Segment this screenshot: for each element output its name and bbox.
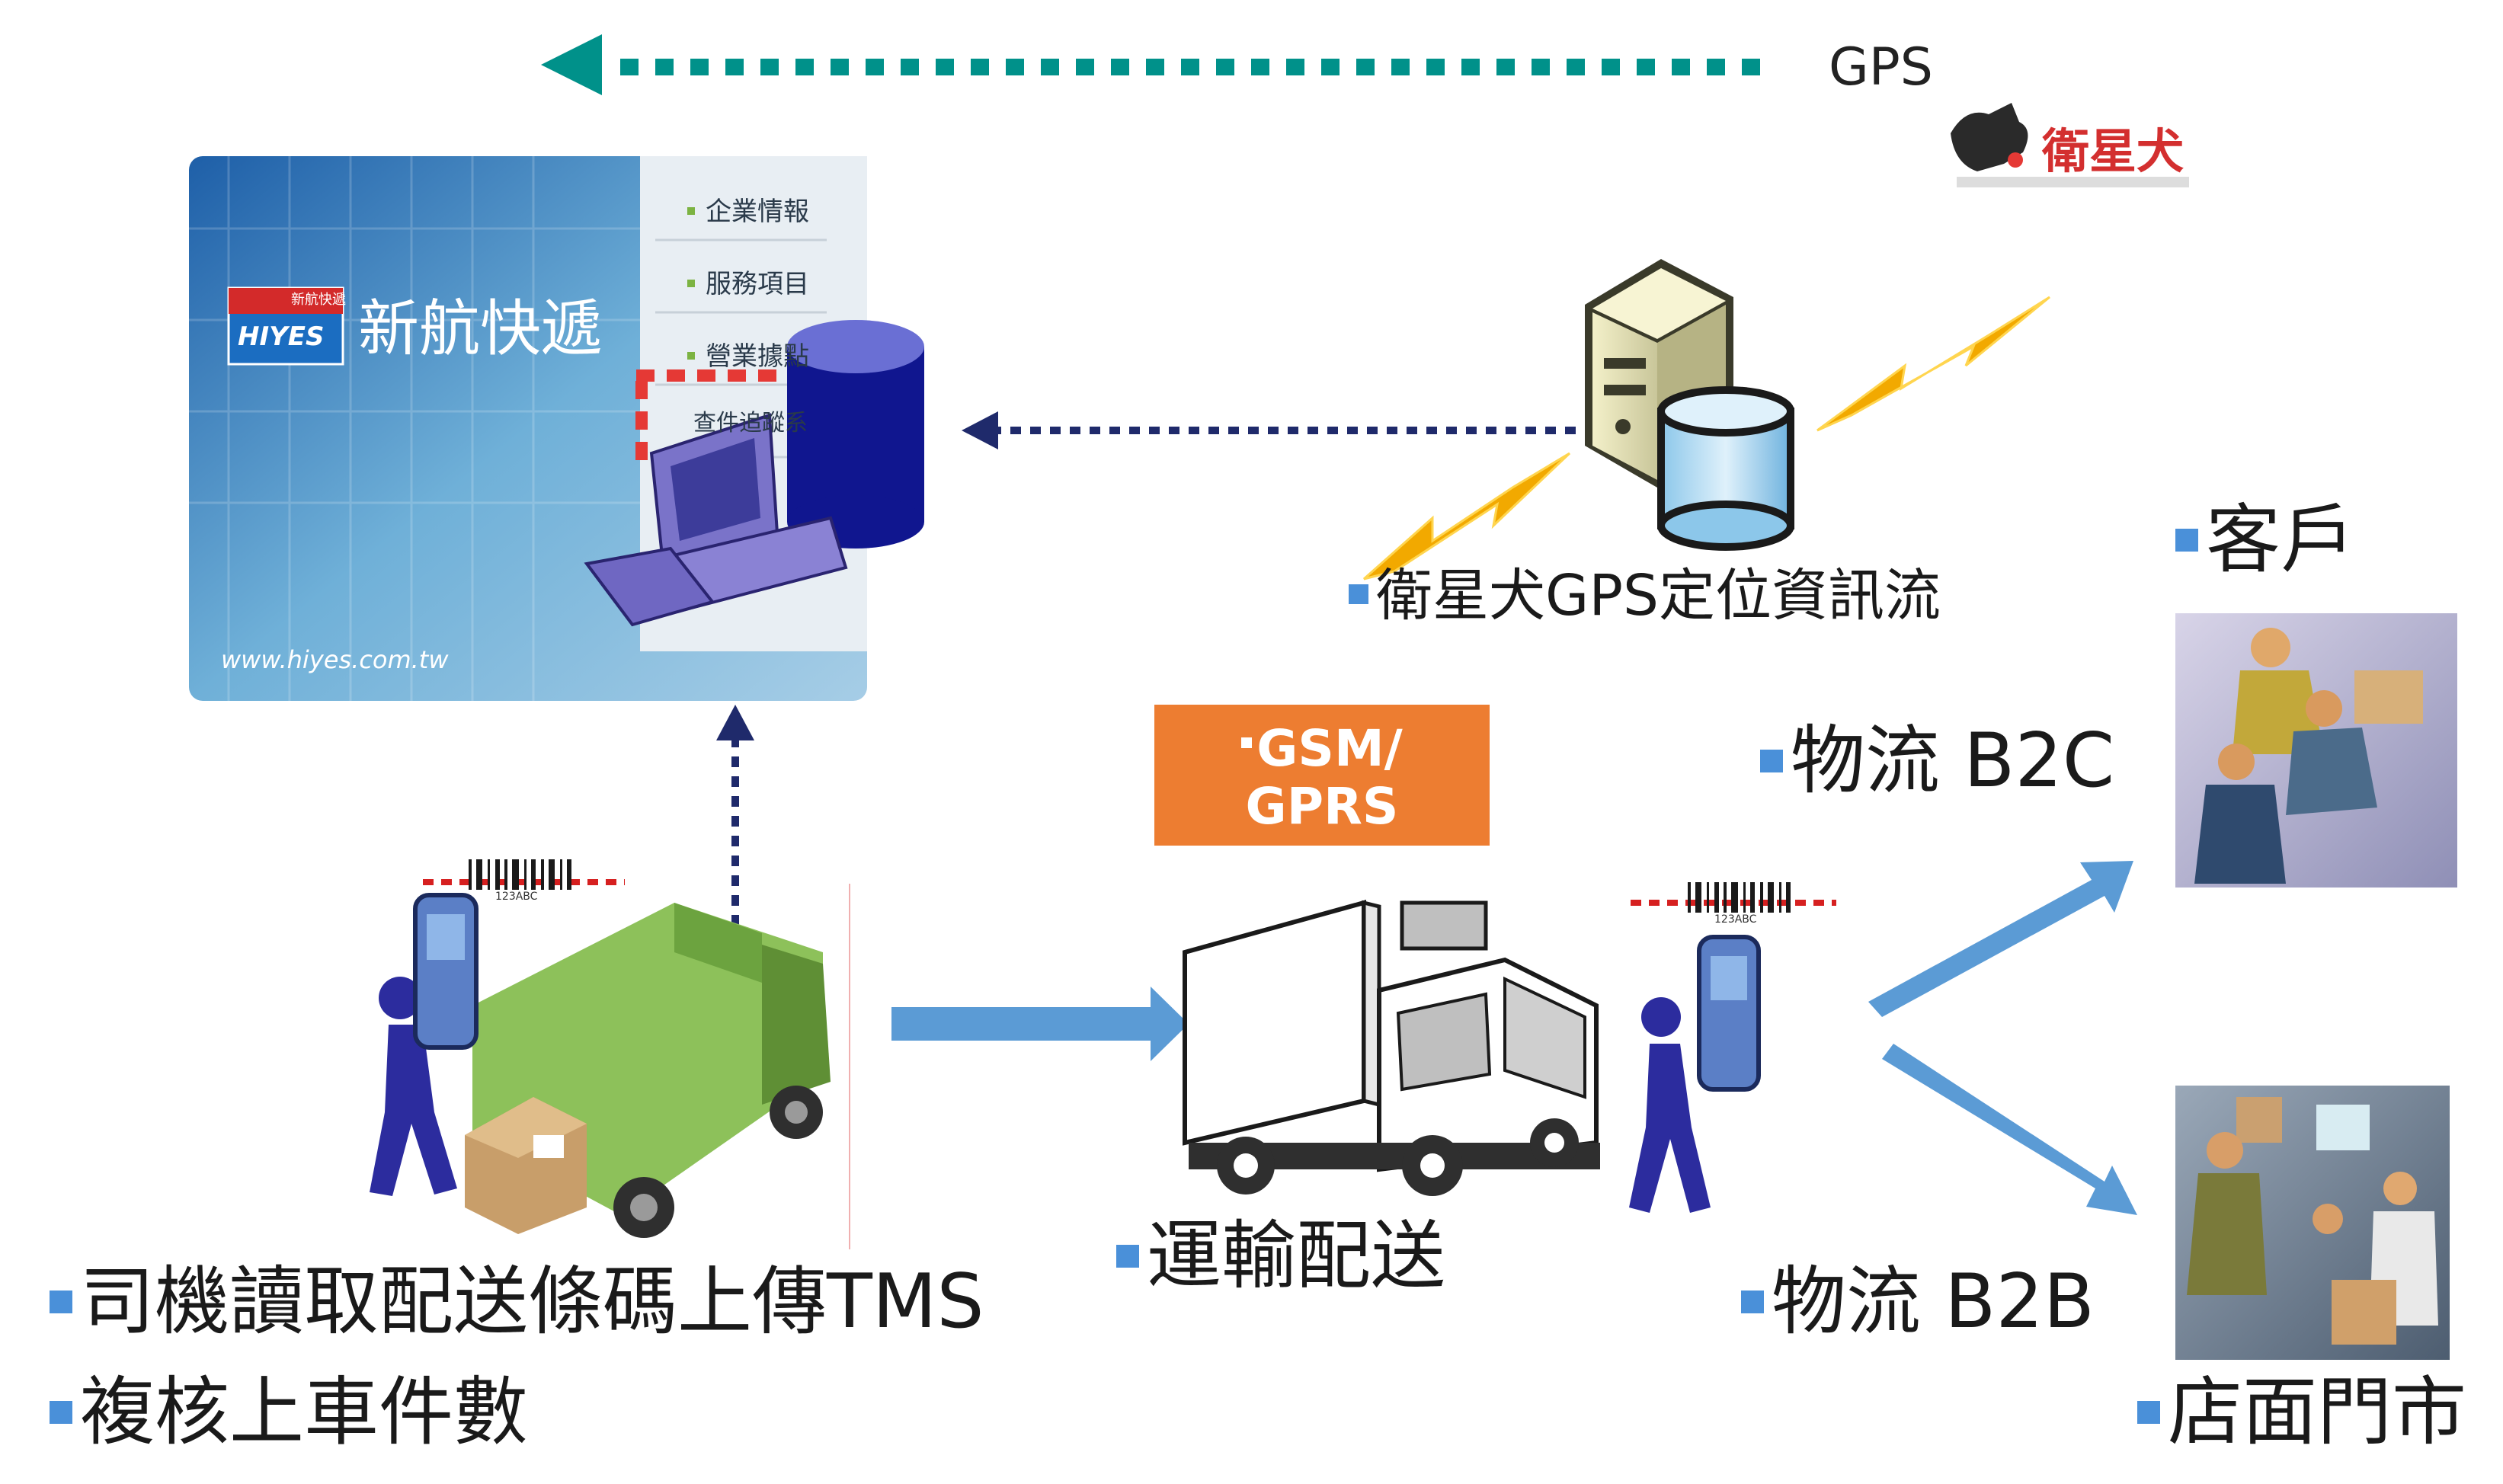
bullet-icon: [1116, 1245, 1139, 1268]
data-flow-arrow-head: [962, 411, 998, 449]
menu-bullet-icon: [687, 279, 695, 287]
website-panel-text: 企業情報 服務項目 營業據點 查件追蹤系: [640, 156, 867, 651]
gsm-box-text: GSM/ GPRS: [1154, 720, 1490, 836]
barcode-right: [1688, 882, 1791, 913]
customer-photo: [2175, 613, 2457, 888]
green-truck-icon: [465, 903, 831, 1238]
gps-arrow-head: [541, 34, 602, 95]
menu-bullet-icon: [687, 351, 695, 360]
computer-icon: [584, 413, 848, 627]
website-logo-text: HIYES: [238, 321, 325, 352]
barcode-left: [469, 859, 571, 890]
label-driver-scan: 司機讀取配送條碼上傳TMS: [50, 1265, 984, 1339]
label-recheck: 複核上車件數: [50, 1375, 528, 1450]
website-url: www.hiyes.com.tw: [221, 645, 449, 674]
menu-item-tracking: 查件追蹤系: [693, 410, 808, 437]
driver-scanner-icon-left: [370, 893, 479, 1196]
gps-flow-label: 衛星犬GPS定位資訊流: [1349, 568, 1941, 624]
label-transport: 運輸配送: [1116, 1219, 1445, 1294]
bullet-icon: [50, 1291, 72, 1314]
store-photo: [2175, 1086, 2450, 1360]
label-store: 店面門市: [2137, 1375, 2466, 1450]
flow-arrow-b2c: [1868, 861, 2133, 1017]
delivery-truck-icon: [1183, 900, 1600, 1196]
barcode-text-right: 123ABC: [1714, 913, 1757, 926]
website-brand: 新航快遞: [358, 293, 602, 364]
menu-bullet-icon: [687, 206, 695, 215]
flow-arrow-b2b: [1882, 1044, 2137, 1215]
signal-bolt-left: [1363, 452, 1571, 580]
menu-item-services: 服務項目: [687, 263, 809, 300]
bullet-icon: [1760, 750, 1783, 773]
bullet-icon: [50, 1401, 72, 1425]
bullet-icon: [1349, 584, 1368, 605]
menu-item-locations: 營業據點: [687, 335, 809, 373]
upload-arrow-head: [716, 705, 754, 740]
driver-scanner-icon-right: [1629, 935, 1761, 1213]
gsm-gprs-box: [1154, 705, 1490, 846]
bullet-icon: [1741, 1291, 1764, 1314]
flow-arrow-to-transport: [891, 987, 1189, 1061]
website-logo-subtext: 新航快遞: [291, 292, 346, 308]
gps-database-icon: [1657, 386, 1794, 551]
label-b2b: 物流 B2B: [1741, 1265, 2095, 1339]
satellite-logo-text: 衛星犬: [2042, 123, 2185, 179]
barcode-text-left: 123ABC: [495, 891, 538, 903]
satellite-dog-logo: [1951, 103, 2189, 187]
gps-label: GPS: [1829, 37, 1933, 98]
label-customer: 客戶: [2175, 503, 2355, 577]
label-b2c: 物流 B2C: [1760, 724, 2114, 798]
bullet-icon: [2137, 1401, 2160, 1425]
bullet-icon: [2175, 529, 2198, 552]
bullet-icon: [1241, 737, 1253, 748]
menu-item-company: 企業情報: [687, 190, 809, 228]
signal-bolt-right: [1816, 296, 2050, 432]
